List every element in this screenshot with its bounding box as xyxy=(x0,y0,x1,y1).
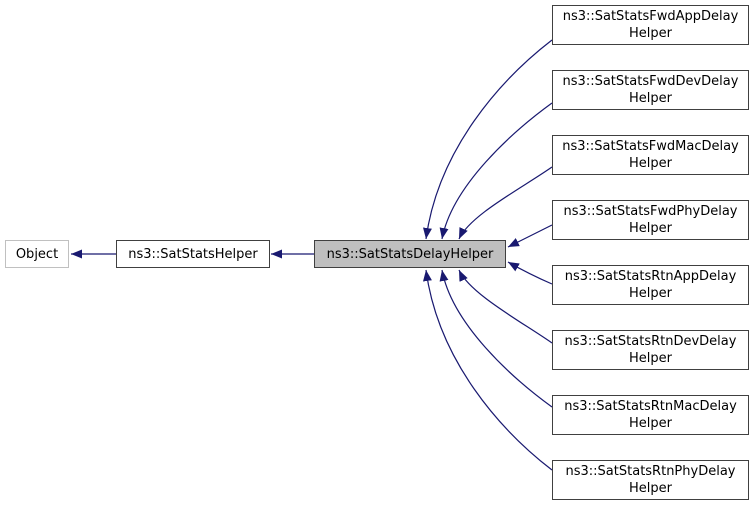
node-satstatsdelayhelper-label: ns3::SatStatsDelayHelper xyxy=(326,246,494,262)
node-label-line2: Helper xyxy=(629,156,672,171)
node-satstatsrtnphydelayhelper[interactable]: ns3::SatStatsRtnPhyDelay Helper xyxy=(552,460,749,500)
node-label-line2: Helper xyxy=(629,416,672,431)
node-object-label: Object xyxy=(15,246,59,262)
node-object: Object xyxy=(5,240,69,268)
node-label-line2: Helper xyxy=(629,26,672,41)
edge-fwdmacdelay-to-delayhelper xyxy=(458,166,553,240)
node-label-line1: ns3::SatStatsRtnMacDelay xyxy=(564,399,737,414)
edge-rtnmacdelay-to-delayhelper xyxy=(439,269,553,408)
node-label-line2: Helper xyxy=(629,481,672,496)
node-label-line2: Helper xyxy=(629,91,672,106)
node-satstatsfwdphydelayhelper[interactable]: ns3::SatStatsFwdPhyDelay Helper xyxy=(552,200,749,240)
node-label-line1: ns3::SatStatsRtnAppDelay xyxy=(564,269,737,284)
node-label-line1: ns3::SatStatsRtnPhyDelay xyxy=(565,464,736,479)
edge-rtnphydelay-to-delayhelper xyxy=(422,269,553,471)
node-label-line1: ns3::SatStatsFwdPhyDelay xyxy=(563,204,738,219)
edge-rtndevdelay-to-delayhelper xyxy=(458,269,553,344)
node-satstatsrtnappdelayhelper[interactable]: ns3::SatStatsRtnAppDelay Helper xyxy=(552,265,749,305)
edge-fwdappdelay-to-delayhelper xyxy=(423,39,553,240)
node-satstatsfwdmacdelayhelper[interactable]: ns3::SatStatsFwdMacDelay Helper xyxy=(552,135,749,175)
node-label-line1: ns3::SatStatsRtnDevDelay xyxy=(564,334,737,349)
node-label-line2: Helper xyxy=(629,286,672,301)
node-label-line1: ns3::SatStatsFwdMacDelay xyxy=(562,139,739,154)
edge-fwdphydelay-to-delayhelper xyxy=(507,224,553,248)
node-satstatshelper-label: ns3::SatStatsHelper xyxy=(128,246,258,262)
node-satstatsrtnmacdelayhelper[interactable]: ns3::SatStatsRtnMacDelay Helper xyxy=(552,395,749,435)
node-satstatsfwddevdelayhelper[interactable]: ns3::SatStatsFwdDevDelay Helper xyxy=(552,70,749,110)
node-label-line2: Helper xyxy=(629,221,672,236)
node-label-line2: Helper xyxy=(629,351,672,366)
edge-fwddevdelay-to-delayhelper xyxy=(439,102,553,240)
node-satstatsdelayhelper: ns3::SatStatsDelayHelper xyxy=(314,240,506,268)
node-satstatshelper[interactable]: ns3::SatStatsHelper xyxy=(116,240,270,268)
edge-rtnappdelay-to-delayhelper xyxy=(507,261,553,285)
node-label-line1: ns3::SatStatsFwdAppDelay xyxy=(562,9,739,24)
node-label-line1: ns3::SatStatsFwdDevDelay xyxy=(562,74,739,89)
node-satstatsrtndevdelayhelper[interactable]: ns3::SatStatsRtnDevDelay Helper xyxy=(552,330,749,370)
node-satstatsfwdappdelayhelper[interactable]: ns3::SatStatsFwdAppDelay Helper xyxy=(552,5,749,45)
